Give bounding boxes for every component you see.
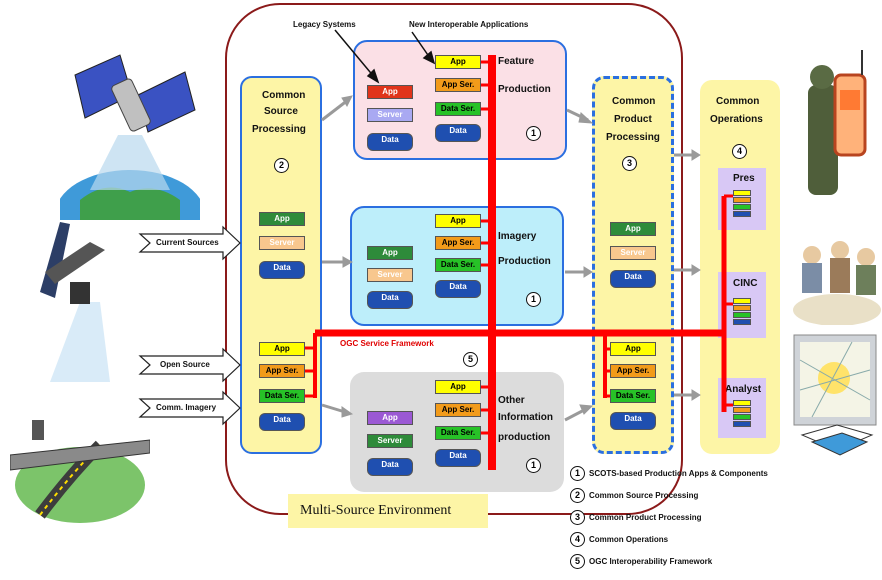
data-chip: Data — [259, 261, 305, 279]
data-chip: Data — [610, 412, 656, 430]
common-source-title-2: Source — [264, 106, 298, 117]
legend-item: 1 SCOTS-based Production Apps & Componen… — [570, 464, 810, 486]
satellite-illustration — [60, 54, 200, 220]
legend-number: 3 — [570, 510, 585, 525]
legend-text: Common Source Processing — [589, 491, 699, 500]
server-chip: Server — [367, 268, 413, 282]
legend-item: 5 OGC Interoperability Framework — [570, 552, 810, 574]
legend-number: 1 — [570, 466, 585, 481]
data-chip: Data — [367, 458, 413, 476]
legacy-systems-label: Legacy Systems — [293, 20, 356, 29]
common-operations-title-1: Common — [716, 96, 760, 107]
open-source-label: Open Source — [160, 360, 210, 369]
legend-text: Common Product Processing — [589, 513, 702, 522]
legend: 1 SCOTS-based Production Apps & Componen… — [570, 464, 810, 574]
data-chip: Data — [367, 291, 413, 309]
number-badge: 1 — [526, 458, 541, 473]
app-chip: App — [367, 411, 413, 425]
app-chip: App — [610, 222, 656, 236]
soldier-radio-illustration — [808, 50, 867, 195]
legend-text: SCOTS-based Production Apps & Components — [589, 469, 768, 478]
legend-text: Common Operations — [589, 535, 669, 544]
number-badge: 3 — [622, 156, 637, 171]
app-chip: App — [435, 214, 481, 228]
number-badge: 1 — [526, 126, 541, 141]
app-chip: App — [367, 246, 413, 260]
data-chip: Data — [435, 124, 481, 142]
app-chip: App — [367, 85, 413, 99]
map-display-illustration — [793, 334, 877, 456]
app-service-chip: App Ser. — [610, 364, 656, 378]
multi-source-environment-label — [288, 494, 488, 528]
app-chip: App — [259, 342, 305, 356]
server-chip: Server — [610, 246, 656, 260]
common-operations-title-2: Operations — [710, 114, 763, 125]
legend-item: 3 Common Product Processing — [570, 508, 810, 530]
analysts-illustration — [793, 241, 881, 325]
legend-number: 2 — [570, 488, 585, 503]
imagery-production-title-2: Production — [498, 256, 551, 267]
other-production-title-1: Other — [498, 395, 525, 406]
data-service-chip: Data Ser. — [435, 102, 481, 116]
imagery-production-title-1: Imagery — [498, 231, 537, 242]
number-badge: 1 — [526, 292, 541, 307]
data-chip: Data — [435, 449, 481, 467]
common-source-title-1: Common — [262, 90, 306, 101]
number-badge: 4 — [732, 144, 747, 159]
legend-number: 5 — [570, 554, 585, 569]
uav-illustration — [40, 222, 110, 382]
app-chip: App — [610, 342, 656, 356]
server-chip: Server — [259, 236, 305, 250]
data-service-chip: Data Ser. — [435, 426, 481, 440]
app-service-chip: App Ser. — [435, 403, 481, 417]
other-production-title-3: production — [498, 432, 551, 443]
analyst-label: Analyst — [725, 384, 762, 395]
app-service-chip: App Ser. — [435, 78, 481, 92]
legend-item: 2 Common Source Processing — [570, 486, 810, 508]
mini-stack-analyst — [733, 400, 751, 427]
legend-number: 4 — [570, 532, 585, 547]
server-chip: Server — [367, 108, 413, 122]
other-production-title-2: Information — [498, 412, 553, 423]
comm-imagery-label: Comm. Imagery — [156, 403, 217, 412]
number-badge: 2 — [274, 158, 289, 173]
feature-production-title-2: Production — [498, 84, 551, 95]
legend-item: 4 Common Operations — [570, 530, 810, 552]
app-chip: App — [435, 55, 481, 69]
ground-station-illustration — [10, 420, 150, 523]
legend-text: OGC Interoperability Framework — [589, 557, 713, 566]
ogc-framework-label: OGC Service Framework — [340, 339, 434, 348]
data-chip: Data — [610, 270, 656, 288]
common-source-title-3: Processing — [252, 124, 306, 135]
common-product-title-2: Product — [614, 114, 652, 125]
mini-stack-cinc — [733, 298, 751, 325]
mini-stack-pres — [733, 190, 751, 217]
number-badge: 5 — [463, 352, 478, 367]
pres-label: Pres — [733, 173, 755, 184]
current-sources-label: Current Sources — [156, 238, 219, 247]
data-service-chip: Data Ser. — [259, 389, 305, 403]
app-chip: App — [435, 380, 481, 394]
data-chip: Data — [435, 280, 481, 298]
server-chip: Server — [367, 434, 413, 448]
data-chip: Data — [259, 413, 305, 431]
app-service-chip: App Ser. — [435, 236, 481, 250]
multi-source-environment-text: Multi-Source Environment — [300, 503, 452, 518]
common-product-title-1: Common — [612, 96, 656, 107]
data-service-chip: Data Ser. — [435, 258, 481, 272]
data-chip: Data — [367, 133, 413, 151]
app-chip: App — [259, 212, 305, 226]
new-apps-label: New Interoperable Applications — [409, 20, 529, 29]
cinc-label: CINC — [733, 278, 758, 289]
app-service-chip: App Ser. — [259, 364, 305, 378]
common-product-title-3: Processing — [606, 132, 660, 143]
feature-production-title-1: Feature — [498, 56, 535, 67]
data-service-chip: Data Ser. — [610, 389, 656, 403]
